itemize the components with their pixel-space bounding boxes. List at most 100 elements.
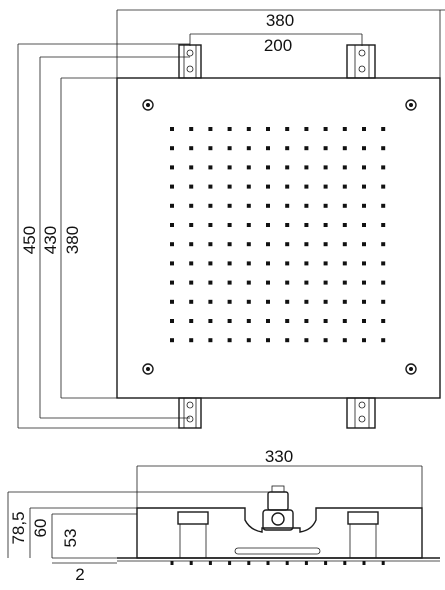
nozzle — [285, 146, 290, 151]
nozzle — [342, 319, 347, 323]
nozzle — [266, 146, 270, 151]
dimension-height-430: 430 — [39, 56, 190, 419]
nozzle — [323, 203, 328, 208]
nozzle — [362, 280, 366, 285]
nozzle — [189, 319, 194, 323]
nozzle-grid — [170, 127, 386, 343]
nozzle — [304, 223, 309, 227]
dimension-width-200: 200 — [189, 33, 363, 55]
nozzle — [208, 127, 213, 131]
nozzle — [227, 127, 232, 131]
nozzle — [381, 146, 386, 151]
dim-label-2: 2 — [75, 565, 84, 584]
nozzle — [170, 319, 174, 323]
nozzle — [362, 338, 366, 343]
nozzle — [266, 184, 270, 189]
screw-top-right — [405, 99, 417, 111]
dim-label-380: 380 — [266, 11, 294, 30]
nozzle — [246, 299, 251, 304]
nozzle — [323, 146, 328, 151]
nozzle — [208, 165, 213, 170]
nozzle — [304, 338, 309, 343]
nozzle — [285, 127, 290, 131]
nozzle — [266, 203, 270, 208]
nozzle — [323, 184, 328, 189]
side-nozzle — [170, 561, 174, 565]
nozzle — [323, 127, 328, 131]
nozzle — [304, 319, 309, 323]
nozzle — [304, 203, 309, 208]
nozzle — [342, 127, 347, 131]
nozzle — [285, 223, 290, 227]
nozzle — [285, 338, 290, 343]
nozzle — [323, 299, 328, 304]
nozzle — [170, 299, 174, 304]
nozzle — [189, 261, 194, 266]
nozzle — [170, 203, 174, 208]
nozzle — [381, 261, 386, 266]
nozzle — [342, 280, 347, 285]
nozzle — [246, 338, 251, 343]
nozzle — [304, 261, 309, 266]
dimension-height-450: 450 — [17, 43, 190, 429]
nozzle — [227, 280, 232, 285]
side-nozzle — [266, 561, 270, 565]
nozzle — [362, 261, 366, 266]
nozzle — [189, 338, 194, 343]
nozzle — [323, 261, 328, 266]
nozzle — [362, 184, 366, 189]
nozzle — [342, 146, 347, 151]
nozzle — [189, 146, 194, 151]
nozzle — [381, 280, 386, 285]
nozzle — [189, 299, 194, 304]
side-nozzle — [343, 561, 347, 565]
dim-label-78-5: 78,5 — [9, 511, 28, 544]
nozzle — [208, 203, 213, 208]
nozzle — [170, 242, 174, 247]
nozzle — [227, 319, 232, 323]
nozzle — [304, 146, 309, 151]
nozzle — [170, 338, 174, 343]
nozzle — [246, 127, 251, 131]
nozzle — [285, 261, 290, 266]
nozzle — [362, 242, 366, 247]
nozzle — [304, 242, 309, 247]
nozzle — [208, 299, 213, 304]
nozzle — [227, 184, 232, 189]
nozzle — [381, 299, 386, 304]
screw-bottom-left — [142, 363, 154, 375]
nozzle — [323, 223, 328, 227]
nozzle — [285, 203, 290, 208]
screw-bottom-right — [405, 363, 417, 375]
bracket-top-right — [346, 44, 376, 79]
dim-label-450: 450 — [20, 226, 39, 254]
nozzle — [381, 165, 386, 170]
nozzle — [362, 299, 366, 304]
nozzle — [170, 165, 174, 170]
nozzle — [362, 165, 366, 170]
nozzle — [227, 242, 232, 247]
nozzle — [189, 242, 194, 247]
dim-label-53: 53 — [61, 529, 80, 548]
dim-label-200: 200 — [264, 36, 292, 55]
nozzle — [170, 280, 174, 285]
nozzle — [381, 184, 386, 189]
nozzle — [246, 223, 251, 227]
side-nozzles — [170, 561, 385, 565]
nozzle — [227, 165, 232, 170]
nozzle — [227, 299, 232, 304]
nozzle — [304, 299, 309, 304]
nozzle — [170, 127, 174, 131]
nozzle — [304, 280, 309, 285]
nozzle — [266, 223, 270, 227]
nozzle — [381, 319, 386, 323]
nozzle — [246, 242, 251, 247]
nozzle — [285, 319, 290, 323]
nozzle — [342, 184, 347, 189]
dimension-height-380: 380 — [60, 77, 117, 399]
nozzle — [246, 184, 251, 189]
nozzle — [285, 299, 290, 304]
side-nozzle — [324, 561, 328, 565]
nozzle — [381, 338, 386, 343]
dimension-height-60: 60 — [29, 507, 137, 558]
